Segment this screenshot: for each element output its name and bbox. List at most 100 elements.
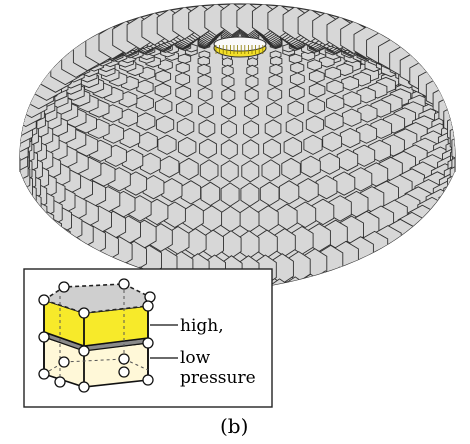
hexagon-cell: [221, 75, 235, 89]
hexagon-cell: [353, 256, 382, 290]
hexagon-cell: [311, 198, 335, 226]
circle-node-icon: [38, 368, 50, 380]
hexagon-cell: [136, 112, 156, 131]
hexagon-cell: [261, 159, 281, 182]
hexagon-cell: [175, 61, 190, 74]
hexagon-cell: [297, 177, 319, 203]
hexagon-cell: [357, 104, 378, 123]
hexagon-cell: [326, 266, 354, 290]
circle-node-icon: [142, 300, 154, 312]
hexagon-cell: [281, 157, 301, 181]
hexagon-cell: [287, 100, 305, 118]
hexagon-cell: [449, 121, 455, 156]
circle-node-icon: [54, 376, 66, 388]
circle-node-icon: [78, 345, 90, 357]
hexagon-cell: [447, 112, 455, 146]
circle-node-icons: [38, 278, 156, 393]
hexagon-cell: [243, 102, 259, 120]
hexagon-cell: [155, 115, 175, 134]
hexagon-cell: [308, 82, 326, 98]
hexagon-cell: [409, 223, 440, 257]
hexagon-cell: [322, 131, 343, 152]
hexagon-cell: [197, 86, 213, 102]
hexagon-cell: [305, 115, 325, 134]
hexagon-cell: [312, 270, 339, 290]
hexagon-cell: [341, 108, 362, 127]
hexagon-cell: [175, 72, 191, 86]
hexagon-cell: [324, 66, 342, 80]
hexagon-cell: [198, 101, 214, 119]
hexagon-cell: [450, 144, 455, 176]
circle-node-icon: [38, 294, 50, 306]
label-low: low: [180, 348, 211, 368]
hexagon-cell: [154, 82, 172, 98]
circle-node-icon: [118, 353, 130, 365]
hexagon-cell: [157, 134, 177, 155]
hexagon-cell: [341, 75, 359, 91]
circle-node-icon: [78, 307, 90, 319]
circle-node-icon: [144, 291, 156, 303]
hexagon-cell: [176, 117, 195, 137]
hexagon-cell: [221, 64, 234, 77]
hexagon-cell: [451, 150, 455, 185]
hexagon-cell: [300, 155, 321, 178]
hexagon-cell: [264, 119, 282, 138]
circle-node-icon: [58, 356, 70, 368]
hexagon-cell: [259, 181, 280, 207]
hexagon-cell: [356, 86, 376, 104]
hexagon-cell: [425, 206, 455, 241]
hexagon-cell: [175, 85, 192, 101]
hexagon-cell: [175, 100, 193, 118]
hexagon-cell: [243, 120, 260, 139]
hexagon-cell: [451, 131, 455, 165]
hexagon-cell: [154, 98, 173, 115]
circle-node-icon: [142, 337, 154, 349]
hexagon-cell: [289, 72, 305, 86]
hexagon-cell: [242, 139, 260, 160]
hexagon-cell: [366, 250, 395, 285]
hexagon-cell: [328, 195, 352, 222]
hexagon-cell: [268, 74, 283, 88]
circle-node-icon: [38, 331, 50, 343]
hexagon-cell: [136, 79, 154, 95]
hexagon-cell: [198, 119, 216, 138]
dome-aperture: [213, 36, 267, 58]
hexagon-cell: [378, 244, 408, 279]
hexagon-cell: [220, 139, 238, 160]
circle-node-icon: [58, 281, 70, 293]
hexagon-cell: [221, 87, 236, 103]
hexagon-cell: [301, 50, 316, 61]
hexagon-cell: [308, 69, 325, 84]
hexagon-cell: [319, 152, 340, 175]
hexagon-cell: [332, 171, 356, 196]
hexagon-cell: [326, 79, 344, 95]
hexagon-cell: [307, 59, 323, 71]
hexagon-cell: [389, 237, 419, 272]
hexagon-cell: [278, 180, 300, 205]
hexagon-cell: [326, 94, 345, 112]
hexagon-cell: [353, 144, 376, 167]
hexagon-cell: [199, 138, 217, 159]
hexagon-cell: [418, 215, 449, 249]
hexagon-cell: [294, 201, 317, 229]
hexagon-cell: [288, 85, 305, 101]
hexagon-cell: [267, 86, 283, 102]
hexagon-cell: [220, 120, 237, 139]
hexagon-cell: [220, 160, 239, 183]
hexagon-cell: [342, 91, 362, 108]
hexagon-cell: [246, 64, 259, 77]
hexagon-cell: [290, 61, 305, 74]
hexagon-cell: [432, 197, 455, 232]
hexagon-cell: [269, 63, 283, 76]
circle-node-icon: [118, 366, 130, 378]
hexagon-cell: [135, 94, 154, 112]
label-pressure: pressure: [180, 368, 256, 388]
hexagon-cell: [245, 75, 259, 89]
hexagon-cell: [266, 101, 282, 119]
hexagon-cell: [197, 74, 212, 88]
hexagon-cell: [244, 87, 259, 103]
hexagon-cell: [447, 170, 455, 204]
hexagon-cell: [336, 148, 359, 172]
hexagon-cell: [307, 98, 326, 115]
